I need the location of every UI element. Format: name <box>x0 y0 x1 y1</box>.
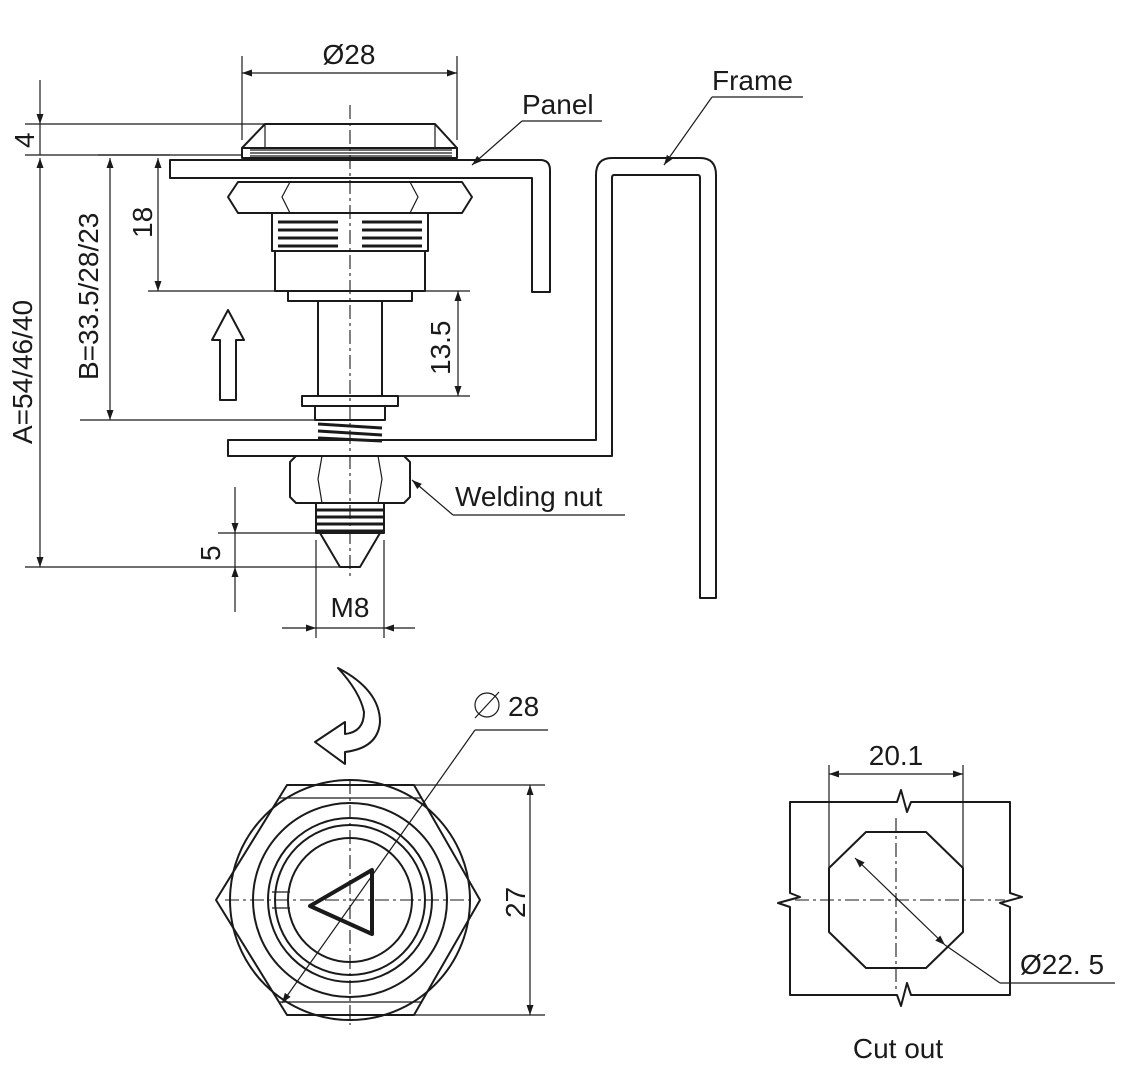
dim-27-label: 27 <box>500 887 531 918</box>
front-view: 28 27 <box>215 667 548 1025</box>
dim-13-5: 13.5 <box>398 290 470 397</box>
dim-18-label: 18 <box>127 207 158 238</box>
rotation-arrow-icon <box>314 667 381 765</box>
dim-cutout-diameter-label: Ø22. 5 <box>1020 949 1104 980</box>
push-arrow <box>211 309 245 401</box>
hex-nut-faces <box>281 181 419 214</box>
head-edges <box>264 124 436 148</box>
label-panel: Panel <box>471 89 602 166</box>
body-threads <box>278 220 422 248</box>
label-frame-text: Frame <box>712 65 793 96</box>
dim-A-label: A=54/46/40 <box>7 300 38 444</box>
knurl-lines <box>250 149 452 157</box>
cut-out-view: 20.1 Ø22. 5 Cut out <box>777 740 1115 1064</box>
dim-18: 18 <box>127 158 288 292</box>
dim-cutout-width-label: 20.1 <box>869 740 924 771</box>
label-panel-text: Panel <box>522 89 594 120</box>
dim-head-diameter: Ø28 <box>241 39 458 140</box>
label-welding-nut: Welding nut <box>411 479 625 516</box>
panel-sheet <box>169 159 551 293</box>
dim-M8-label: M8 <box>331 592 370 623</box>
dim-27: 27 <box>414 784 545 1016</box>
side-view: Ø28 4 A=54/46/40 B=33.5/28/23 18 <box>7 39 803 638</box>
dim-cutout-width: 20.1 <box>828 740 964 868</box>
dim-M8: M8 <box>282 540 415 638</box>
dim-head-height-label: 4 <box>9 132 40 148</box>
cutout-shape <box>828 831 964 969</box>
cutout-plate <box>777 789 1023 1007</box>
dim-cutout-diameter: Ø22. 5 <box>854 857 1115 984</box>
label-welding-nut-text: Welding nut <box>455 481 603 512</box>
dim-13-5-label: 13.5 <box>425 321 456 376</box>
washer <box>301 395 399 407</box>
triangle-key-icon <box>308 868 374 936</box>
label-frame: Frame <box>663 65 803 166</box>
hex-nut <box>227 181 473 214</box>
dim-B-label: B=33.5/28/23 <box>73 213 104 380</box>
key-notch <box>272 891 290 909</box>
cutout-caption: Cut out <box>853 1033 943 1064</box>
dim-front-diameter-label: 28 <box>508 691 539 722</box>
dim-head-diameter-label: Ø28 <box>323 39 376 70</box>
welding-nut-faces <box>317 455 383 504</box>
dim-A: A=54/46/40 <box>7 158 340 568</box>
dim-5-label: 5 <box>195 545 226 561</box>
frame-sheet <box>227 157 717 599</box>
dim-head-height: 4 <box>9 80 265 156</box>
dim-5: 5 <box>195 487 330 612</box>
dim-B: B=33.5/28/23 <box>73 154 318 421</box>
dim-front-diameter: 28 <box>281 691 548 1004</box>
